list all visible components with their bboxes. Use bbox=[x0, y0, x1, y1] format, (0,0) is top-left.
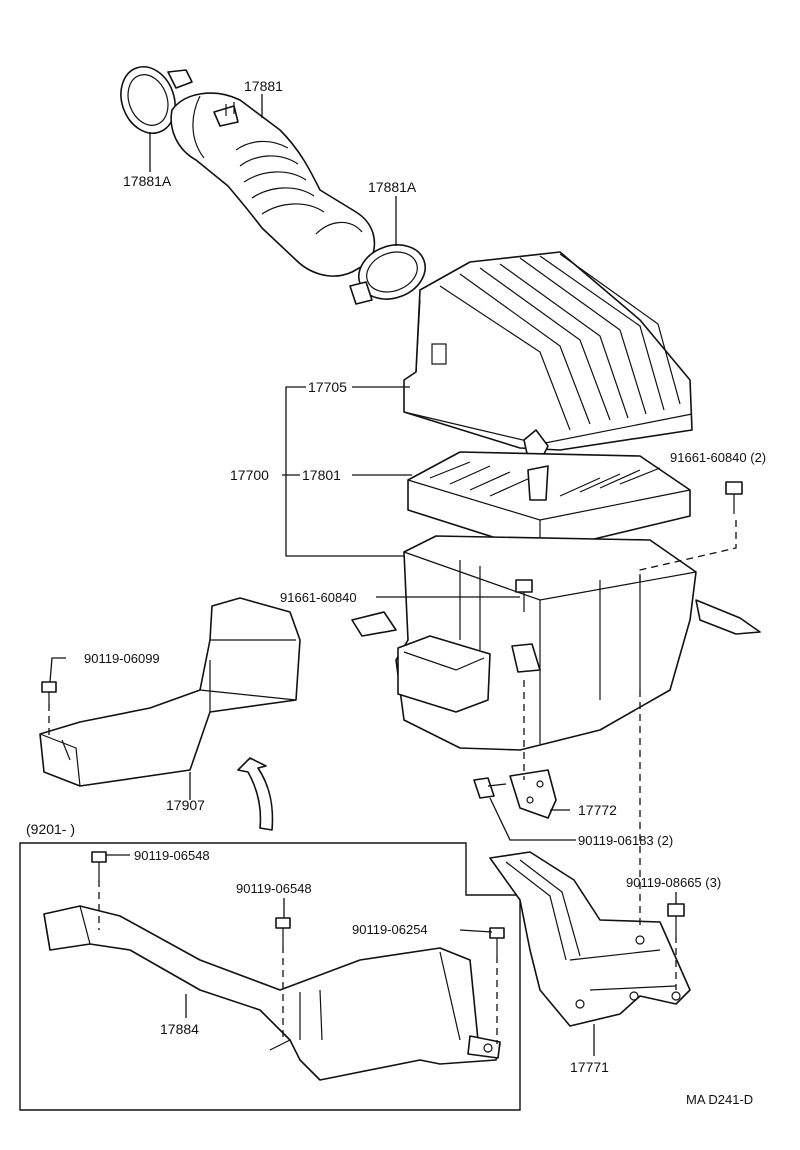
label-bolt-mid: 91661-60840 bbox=[280, 590, 357, 605]
label-duct: 17907 bbox=[166, 797, 205, 813]
lower-air-duct bbox=[43, 905, 501, 1081]
screw-b-icon bbox=[275, 917, 291, 946]
screw-c-icon bbox=[489, 927, 505, 956]
hose-clamp-right bbox=[349, 244, 426, 305]
label-bolt-right: 91661-60840 (2) bbox=[670, 450, 766, 465]
air-cleaner-hose bbox=[170, 92, 376, 277]
label-screw-b: 90119-06548 bbox=[236, 881, 312, 896]
screw-a-icon bbox=[91, 851, 107, 880]
label-screw-a: 90119-06548 bbox=[134, 848, 210, 863]
hose-clamp-left bbox=[120, 66, 193, 134]
direction-arrow bbox=[237, 757, 274, 831]
bolt-right-icon bbox=[725, 481, 743, 514]
small-bracket bbox=[509, 769, 557, 819]
assembly-line-bolt-right bbox=[639, 520, 737, 582]
air-cleaner-cap bbox=[403, 251, 693, 463]
label-duct-screw: 90119-06099 bbox=[84, 651, 160, 666]
label-bracket-big: 17771 bbox=[570, 1059, 609, 1075]
label-clamp-left: 17881A bbox=[123, 173, 172, 189]
air-cleaner-element bbox=[407, 451, 691, 553]
label-clamp-right: 17881A bbox=[368, 179, 417, 195]
leader-screw-c bbox=[459, 929, 493, 933]
bracket-bolt-icon bbox=[473, 777, 507, 799]
large-bracket bbox=[489, 851, 691, 1027]
label-assy: 17700 bbox=[230, 467, 269, 483]
leader-assy-bracket bbox=[285, 386, 404, 557]
duct-screw-icon bbox=[41, 681, 57, 704]
label-cap: 17705 bbox=[308, 379, 347, 395]
bolt-mid-icon bbox=[515, 579, 533, 612]
figure-code: MA D241-D bbox=[686, 1092, 753, 1107]
screw-d-icon bbox=[667, 903, 685, 936]
label-duct-lower: 17884 bbox=[160, 1021, 199, 1037]
label-hose: 17881 bbox=[244, 78, 283, 94]
leader-duct-screw bbox=[49, 657, 66, 683]
air-cleaner-case bbox=[351, 535, 761, 751]
leader-bracket-bolt bbox=[489, 797, 576, 841]
label-bracket-small: 17772 bbox=[578, 802, 617, 818]
label-element: 17801 bbox=[302, 467, 341, 483]
label-screw-c: 90119-06254 bbox=[352, 922, 428, 937]
upper-air-duct bbox=[39, 597, 301, 787]
label-screw-d: 90119-08665 (3) bbox=[626, 875, 721, 890]
label-bracket-bolt: 90119-06183 (2) bbox=[578, 833, 673, 848]
label-date-range: (9201- ) bbox=[26, 821, 75, 837]
